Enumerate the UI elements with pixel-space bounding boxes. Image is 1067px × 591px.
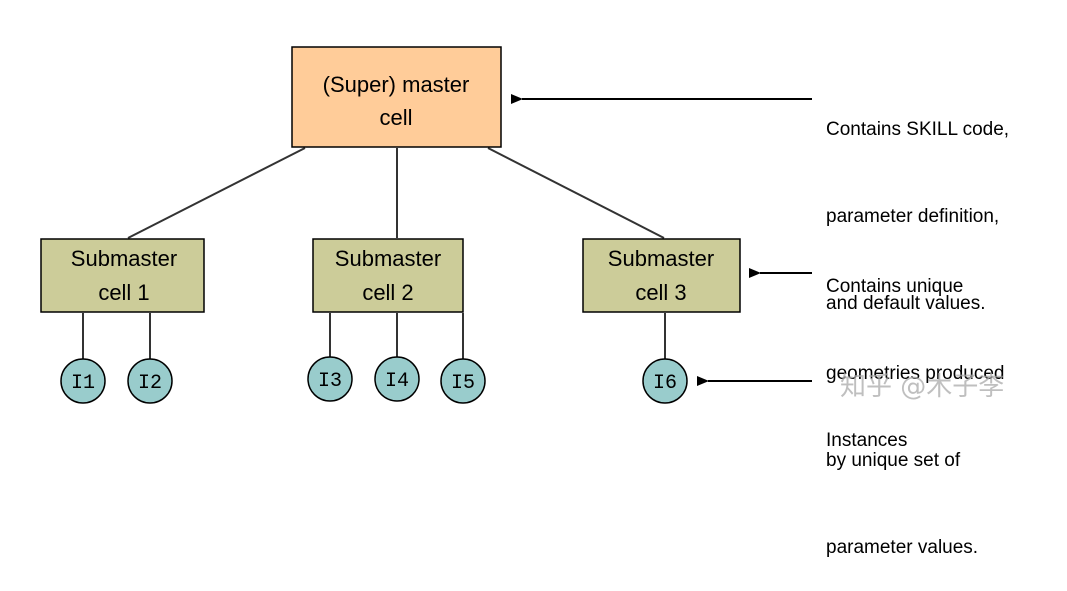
watermark: 知乎 @木子李 (840, 372, 1005, 402)
submaster-annotation-line: parameter values. (826, 537, 979, 558)
instance-5: I5 (440, 358, 486, 404)
instance-label: I5 (451, 372, 475, 395)
connector-master-submaster-1 (127, 147, 306, 239)
submaster-cell-label-line1: Submaster (335, 246, 441, 271)
instance-2: I2 (127, 358, 173, 404)
instance-label: I3 (318, 370, 342, 393)
submaster-annotation-line: geometries produced (826, 363, 1005, 384)
instance-4: I4 (374, 356, 420, 402)
submaster-cell-2: Submaster cell 2 (312, 238, 464, 313)
master-cell-label-line1: (Super) master (323, 72, 470, 97)
submaster-cell-label-line2: cell 3 (635, 280, 686, 305)
submaster-cell-label-line1: Submaster (608, 246, 714, 271)
instance-6: I6 (642, 358, 688, 404)
master-annotation-line: and default values. (826, 293, 986, 314)
submaster-annotation-line: Contains unique (826, 276, 964, 297)
instances-annotation-label: Instances (826, 430, 908, 451)
master-annotation: Contains SKILL code, parameter definitio… (826, 57, 1009, 347)
instance-label: I6 (653, 372, 677, 395)
master-annotation-line: Contains SKILL code, (826, 119, 1010, 140)
master-cell: (Super) master cell (291, 46, 502, 148)
instance-1: I1 (60, 358, 106, 404)
instance-label: I1 (71, 372, 95, 395)
instance-3: I3 (307, 356, 353, 402)
instance-label: I2 (138, 372, 162, 395)
connector-master-submaster-3 (487, 147, 665, 239)
master-annotation-line: parameter definition, (826, 206, 1000, 227)
submaster-cell-1: Submaster cell 1 (40, 238, 205, 313)
submaster-cell-3: Submaster cell 3 (582, 238, 741, 313)
pcell-hierarchy-diagram: (Super) master cell Submaster cell 1 Sub… (40, 46, 812, 404)
master-cell-label-line2: cell (379, 105, 412, 130)
instance-label: I4 (385, 370, 409, 393)
submaster-cell-label-line2: cell 1 (98, 280, 149, 305)
submaster-cell-label-line1: Submaster (71, 246, 177, 271)
submaster-cell-label-line2: cell 2 (362, 280, 413, 305)
